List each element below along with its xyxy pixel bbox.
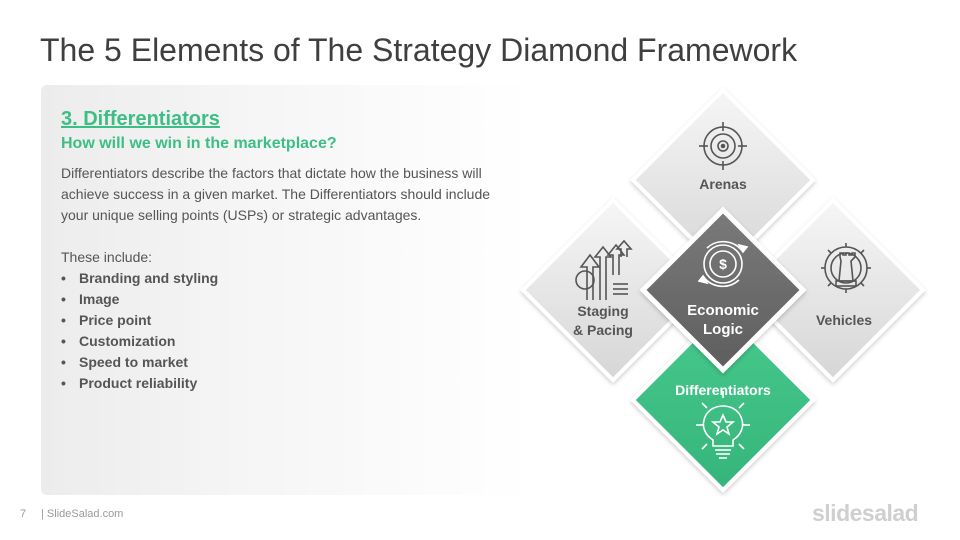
arenas-label: Arenas xyxy=(699,176,747,192)
staging-label-line1: Staging xyxy=(577,303,629,319)
economic-logic-label: Economic Logic xyxy=(673,301,773,339)
differentiators-label: Differentiators xyxy=(675,382,771,398)
bullet-item: Customization xyxy=(61,331,218,352)
bullets-intro: These include: xyxy=(61,249,153,265)
dollar-gear-icon xyxy=(697,240,749,288)
section-description: Differentiators describe the factors tha… xyxy=(61,165,491,223)
bullet-item: Speed to market xyxy=(61,352,218,373)
staging-label: Staging & Pacing xyxy=(553,302,653,340)
target-icon xyxy=(699,122,747,170)
economic-label-line1: Economic xyxy=(687,302,759,319)
economic-label-line2: Logic xyxy=(703,321,743,338)
bullet-item: Product reliability xyxy=(61,373,218,394)
staging-label-line2: & Pacing xyxy=(573,322,633,338)
section-title: 3. Differentiators xyxy=(61,108,220,130)
economic-logic-diamond xyxy=(639,206,807,374)
page-number: 7 xyxy=(20,508,27,520)
vehicles-label: Vehicles xyxy=(815,312,873,328)
bullet-item: Price point xyxy=(61,310,218,331)
gear-chess-icon xyxy=(821,243,871,293)
lightbulb-star-icon xyxy=(696,391,750,459)
bullet-item: Branding and styling xyxy=(61,268,218,289)
growth-chart-icon xyxy=(575,239,633,300)
bullet-list: Branding and styling Image Price point C… xyxy=(61,268,218,394)
footer-site: | SlideSalad.com xyxy=(41,508,124,520)
strategy-diamond-diagram: $ Arenas Staging & Pacing Vehicles Econo… xyxy=(510,85,940,505)
slidesalad-logo: slidesalad xyxy=(812,500,919,526)
dollar-symbol: $ xyxy=(719,256,727,272)
bullet-item: Image xyxy=(61,289,218,310)
section-subtitle: How will we win in the marketplace? xyxy=(61,135,337,152)
slide-title: The 5 Elements of The Strategy Diamond F… xyxy=(40,32,798,68)
differentiators-diamond xyxy=(630,307,816,493)
